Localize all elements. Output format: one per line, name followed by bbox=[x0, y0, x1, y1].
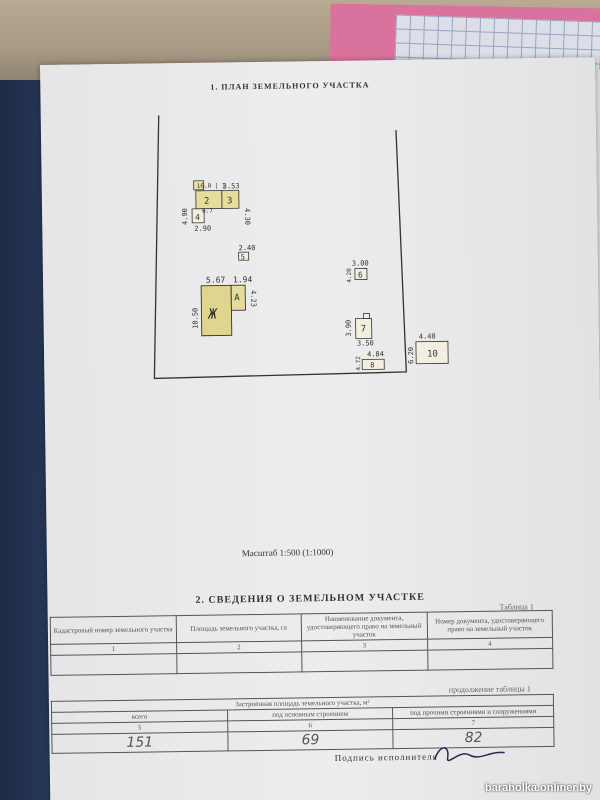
label-b5: 5 bbox=[241, 253, 245, 261]
table2-label: продолжение таблицы 1 bbox=[448, 684, 531, 695]
dim-d9: 10.50 bbox=[191, 308, 199, 329]
table-1: Кадастровый номер земельного участка Пло… bbox=[50, 610, 554, 676]
building-6 bbox=[354, 268, 368, 281]
dim-d8: 1.94 bbox=[233, 275, 253, 284]
plot-boundary bbox=[153, 115, 407, 380]
building-8 bbox=[361, 358, 385, 370]
label-b2: 2 bbox=[204, 197, 210, 207]
label-b10: 10 bbox=[427, 349, 438, 359]
dim-d1: 3.53 bbox=[223, 182, 240, 190]
label-b7: 7 bbox=[361, 324, 367, 334]
value-total: 151 bbox=[51, 731, 228, 754]
dim-d13: 3.90 bbox=[345, 320, 353, 337]
building-3 bbox=[221, 189, 240, 209]
dim-d3: 4.30 bbox=[243, 208, 251, 225]
watermark: baraholka.onliner.by bbox=[485, 782, 592, 794]
building-1 bbox=[193, 180, 205, 191]
document-page: 1. ПЛАН ЗЕМЕЛЬНОГО УЧАСТКА 16.0 | 1 2 3 … bbox=[40, 57, 600, 800]
dim-d15: 4.84 bbox=[367, 350, 384, 358]
value-main-building: 69 bbox=[227, 729, 394, 751]
header-cell: Наименование документа, удостоверяющего … bbox=[301, 612, 428, 641]
label-house: Ж bbox=[207, 307, 218, 323]
dim-d5: 2.90 bbox=[194, 225, 211, 233]
dim-d14: 3.50 bbox=[357, 339, 374, 347]
dim-d6: 2.40 bbox=[239, 244, 256, 252]
dim-d12: 4.20 bbox=[346, 268, 353, 283]
dim-d17: 6.20 bbox=[407, 347, 415, 364]
section2-title: 2. СВЕДЕНИЯ О ЗЕМЕЛЬНОМ УЧАСТКЕ bbox=[195, 591, 425, 606]
building-a bbox=[230, 284, 246, 311]
header-cell: Номер документа, удостоверяющего право н… bbox=[426, 610, 553, 640]
building-10 bbox=[415, 340, 449, 365]
header-cell: Кадастровый номер земельного участка bbox=[50, 615, 177, 645]
dim-d7: 5.67 bbox=[206, 275, 226, 284]
dim-d10: 4.23 bbox=[249, 290, 257, 307]
dim-d11: 3.00 bbox=[352, 259, 369, 267]
signature-label: Подпись исполнителя bbox=[334, 751, 438, 763]
dim-d4: 6.7 bbox=[202, 208, 213, 215]
label-b1: 16.0 | 1 bbox=[197, 182, 226, 189]
label-b6: 6 bbox=[358, 271, 363, 280]
label-b8: 8 bbox=[370, 361, 374, 369]
building-7-ext bbox=[363, 313, 370, 319]
dim-d16: 4.40 bbox=[419, 333, 436, 341]
label-b9: А bbox=[234, 293, 240, 303]
label-b4: 4 bbox=[195, 213, 200, 222]
label-b3: 3 bbox=[227, 196, 233, 206]
dim-d18: 4.72 bbox=[355, 356, 362, 371]
scale-label: Масштаб 1:500 (1:1000) bbox=[241, 546, 334, 559]
header-cell: Площадь земельного участка, га bbox=[175, 613, 302, 643]
signature bbox=[434, 747, 505, 762]
building-4 bbox=[191, 208, 205, 224]
land-plan: 16.0 | 1 2 3 4 5 Ж А 6 7 8 10 3.53 4.90 … bbox=[153, 115, 449, 380]
dim-d2: 4.90 bbox=[181, 208, 189, 225]
building-5 bbox=[238, 251, 250, 261]
